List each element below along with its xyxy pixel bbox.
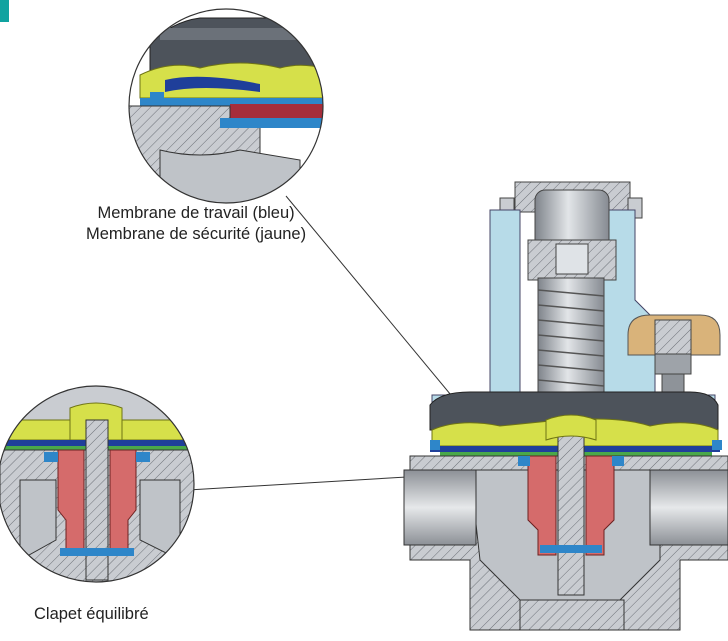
magnifier-membrane	[128, 8, 324, 204]
membrane-work-label: Membrane de travail (bleu)	[97, 204, 295, 222]
membrane-safety-label: Membrane de sécurité (jaune)	[86, 225, 307, 243]
membrane-caption: Membrane de travail (bleu) Membrane de s…	[86, 203, 306, 245]
valve-caption: Clapet équilibré	[34, 605, 149, 623]
regulator-body	[403, 181, 728, 631]
accent-bar	[0, 0, 9, 22]
magnifier-valve	[0, 385, 195, 583]
pointer-line-membrane	[285, 195, 471, 419]
